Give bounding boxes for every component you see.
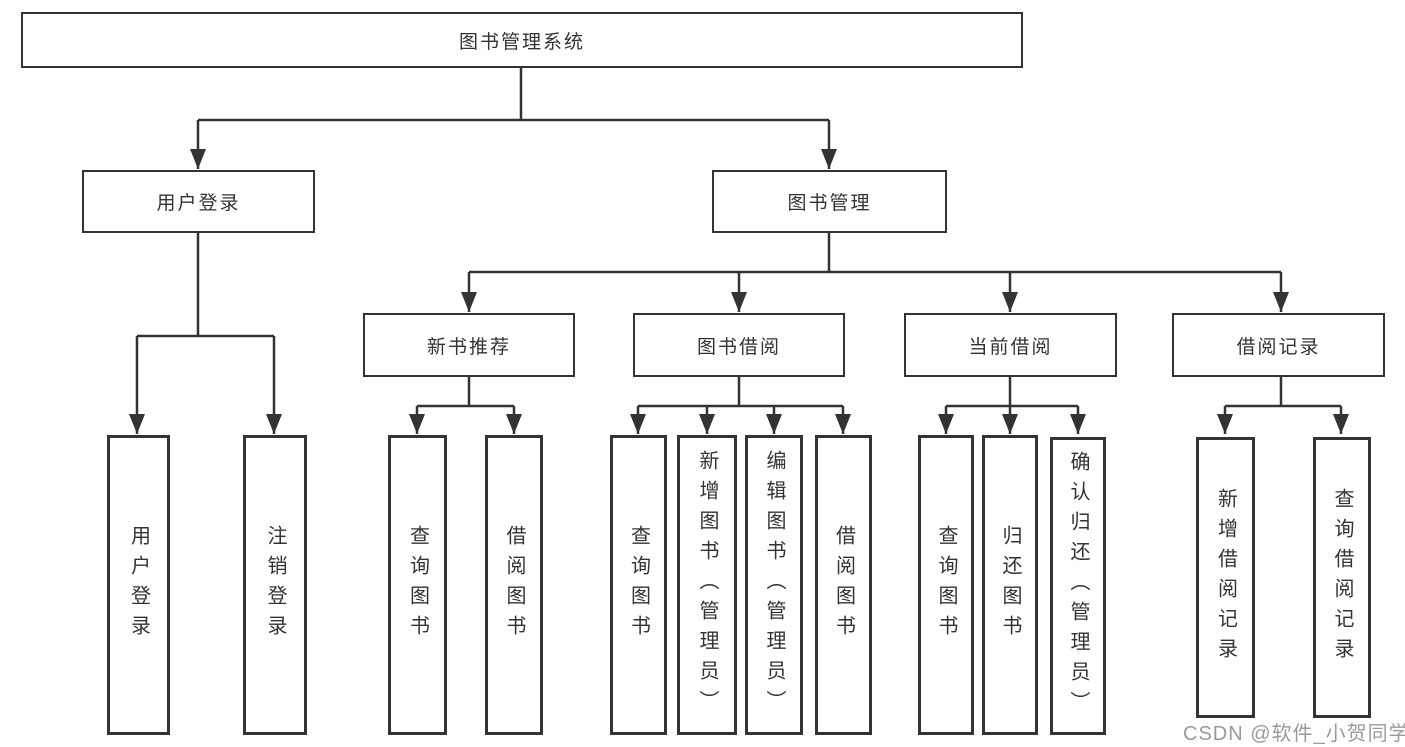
leaf-add-books-admin-label: 新增图书（管理员） <box>696 450 718 720</box>
leaf-borrow-books-recommend-label: 借阅图书 <box>503 525 525 645</box>
leaf-query-books-current: 查询图书 <box>918 435 974 735</box>
node-current-borrowing-label: 当前借阅 <box>968 336 1053 358</box>
leaf-edit-books-admin-label: 编辑图书（管理员） <box>763 450 785 720</box>
leaf-logout-label: 注销登录 <box>264 525 286 645</box>
leaf-user-login-label: 用户登录 <box>127 525 150 645</box>
leaf-query-books-borrow: 查询图书 <box>610 435 667 735</box>
node-user-login: 用户登录 <box>82 170 315 233</box>
node-book-management-label: 图书管理 <box>787 193 872 214</box>
leaf-return-books: 归还图书 <box>982 435 1038 735</box>
leaf-add-books-admin: 新增图书（管理员） <box>677 435 737 735</box>
csdn-watermark: CSDN @软件_小贺同学 <box>1183 723 1405 745</box>
leaf-add-borrow-record-label: 新增借阅记录 <box>1214 487 1237 668</box>
leaf-query-borrow-record: 查询借阅记录 <box>1313 437 1371 718</box>
node-user-login-label: 用户登录 <box>156 193 241 214</box>
node-book-management: 图书管理 <box>712 170 947 233</box>
leaf-borrow-books-label: 借阅图书 <box>832 525 855 645</box>
leaf-return-books-label: 归还图书 <box>999 525 1021 645</box>
node-borrowing-records: 借阅记录 <box>1172 313 1385 377</box>
node-library-management-system-label: 图书管理系统 <box>458 31 585 53</box>
leaf-query-borrow-record-label: 查询借阅记录 <box>1331 487 1353 668</box>
leaf-query-books-borrow-label: 查询图书 <box>627 525 650 645</box>
leaf-query-books-current-label: 查询图书 <box>935 525 957 645</box>
leaf-borrow-books-recommend: 借阅图书 <box>485 435 543 735</box>
leaf-edit-books-admin: 编辑图书（管理员） <box>745 435 803 735</box>
node-book-borrowing: 图书借阅 <box>633 313 845 377</box>
node-new-book-recommendation-label: 新书推荐 <box>426 336 511 358</box>
node-borrowing-records-label: 借阅记录 <box>1236 336 1321 358</box>
leaf-add-borrow-record: 新增借阅记录 <box>1196 437 1255 718</box>
leaf-query-books-recommend: 查询图书 <box>388 435 447 735</box>
node-library-management-system: 图书管理系统 <box>21 12 1023 68</box>
leaf-query-books-recommend-label: 查询图书 <box>406 525 429 645</box>
leaf-user-login: 用户登录 <box>107 435 170 735</box>
leaf-confirm-return-admin-label: 确认归还（管理员） <box>1067 451 1089 721</box>
leaf-borrow-books: 借阅图书 <box>815 435 872 735</box>
leaf-confirm-return-admin: 确认归还（管理员） <box>1050 437 1106 735</box>
node-new-book-recommendation: 新书推荐 <box>363 313 575 377</box>
node-book-borrowing-label: 图书借阅 <box>696 336 781 358</box>
node-current-borrowing: 当前借阅 <box>904 313 1117 377</box>
leaf-logout: 注销登录 <box>243 435 307 735</box>
